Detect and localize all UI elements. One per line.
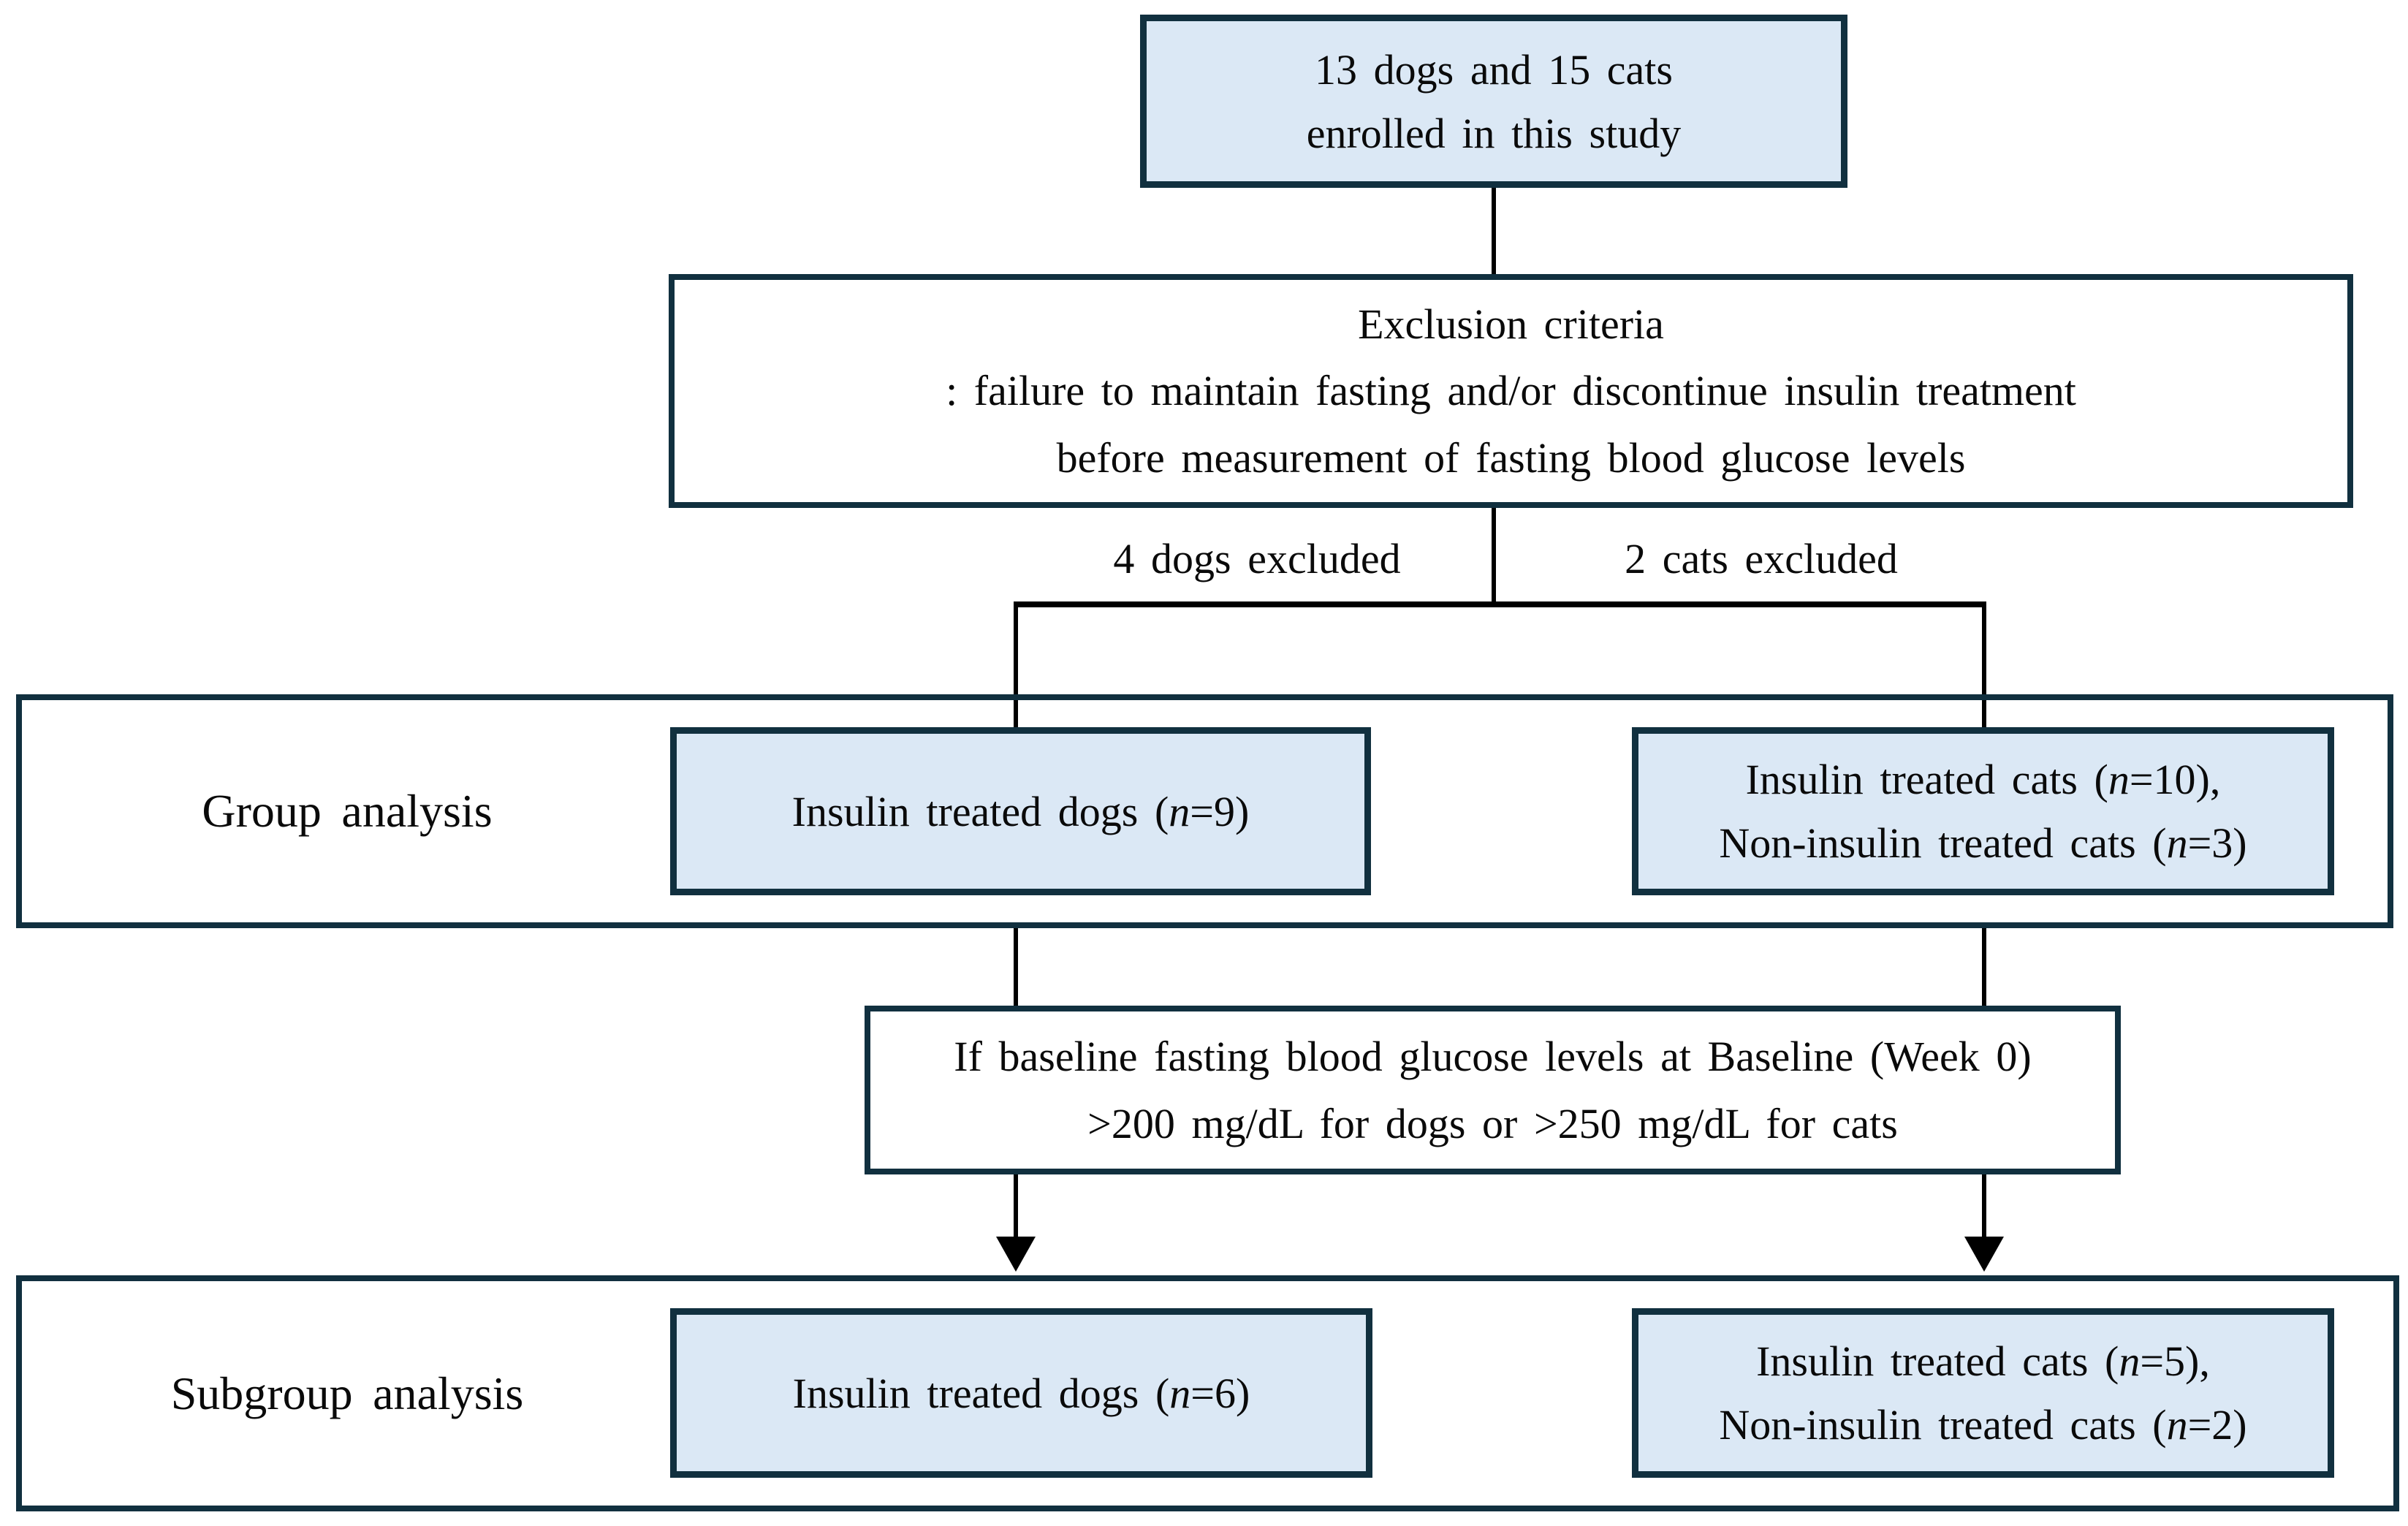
exclusion-criteria-box: Exclusion criteria : failure to maintain… [669, 274, 2353, 508]
subgroup-cats-line2: Non-insulin treated cats (n=2) [1719, 1393, 2246, 1457]
enrollment-line2: enrolled in this study [1306, 109, 1682, 157]
text-segment: Non-insulin treated cats ( [1719, 819, 2167, 867]
n-variable: n [2166, 819, 2188, 867]
group-analysis-row [16, 694, 2393, 928]
text-segment: =10), [2129, 756, 2221, 803]
down-arrow-left-icon [996, 1237, 1036, 1272]
text-segment: =6) [1190, 1369, 1250, 1417]
enrollment-line1: 13 dogs and 15 cats [1315, 45, 1673, 94]
subgroup-analysis-row [16, 1275, 2399, 1511]
text-segment: Insulin treated dogs ( [792, 1369, 1170, 1417]
enrollment-box: 13 dogs and 15 cats enrolled in this stu… [1140, 15, 1847, 188]
group-cats-box: Insulin treated cats (n=10), Non-insulin… [1632, 727, 2334, 895]
excluded-cats-label: 2 cats excluded [1625, 534, 1898, 582]
text-segment: Insulin treated dogs ( [791, 787, 1169, 835]
exclusion-line2: : failure to maintain fasting and/or dis… [946, 367, 2076, 415]
text-segment: =5), [2140, 1337, 2210, 1385]
connector-split-to-group-cats [1982, 601, 1986, 731]
n-variable: n [2119, 1337, 2141, 1385]
text-segment: =3) [2187, 819, 2247, 867]
connector-enrollment-to-exclusion [1492, 186, 1496, 277]
text-segment: =2) [2187, 1401, 2247, 1449]
subgroup-cats-line1: Insulin treated cats (n=5), [1756, 1329, 2210, 1393]
subgroup-cats-box: Insulin treated cats (n=5), Non-insulin … [1632, 1308, 2334, 1478]
text-segment: Insulin treated cats ( [1745, 756, 2108, 803]
subgroup-dogs-line: Insulin treated dogs (n=6) [793, 1362, 1250, 1425]
condition-line2: >200 mg/dL for dogs or >250 mg/dL for ca… [1087, 1099, 1898, 1147]
subgroup-analysis-label: Subgroup analysis [170, 1367, 524, 1419]
down-arrow-right-icon [1964, 1237, 2004, 1272]
n-variable: n [1169, 787, 1190, 835]
connector-split-line [1014, 601, 1986, 607]
text-segment: Non-insulin treated cats ( [1719, 1401, 2167, 1449]
group-dogs-line: Insulin treated dogs (n=9) [792, 780, 1250, 843]
n-variable: n [2108, 756, 2130, 803]
connector-split-to-group-dogs [1014, 601, 1018, 731]
excluded-dogs-label: 4 dogs excluded [1113, 534, 1401, 582]
glucose-condition-box: If baseline fasting blood glucose levels… [865, 1006, 2121, 1174]
exclusion-line3: before measurement of fasting blood gluc… [1056, 433, 1966, 482]
connector-exclusion-to-split [1492, 506, 1496, 606]
group-cats-line1: Insulin treated cats (n=10), [1746, 748, 2221, 811]
text-segment: =9) [1190, 787, 1250, 835]
n-variable: n [1169, 1369, 1191, 1417]
condition-line1: If baseline fasting blood glucose levels… [954, 1032, 2032, 1080]
group-cats-line2: Non-insulin treated cats (n=3) [1719, 811, 2246, 875]
group-analysis-label: Group analysis [202, 785, 493, 837]
subgroup-dogs-box: Insulin treated dogs (n=6) [670, 1308, 1372, 1478]
exclusion-line1: Exclusion criteria [1358, 300, 1664, 348]
n-variable: n [2166, 1401, 2188, 1449]
group-dogs-box: Insulin treated dogs (n=9) [670, 727, 1371, 895]
text-segment: Insulin treated cats ( [1756, 1337, 2119, 1385]
